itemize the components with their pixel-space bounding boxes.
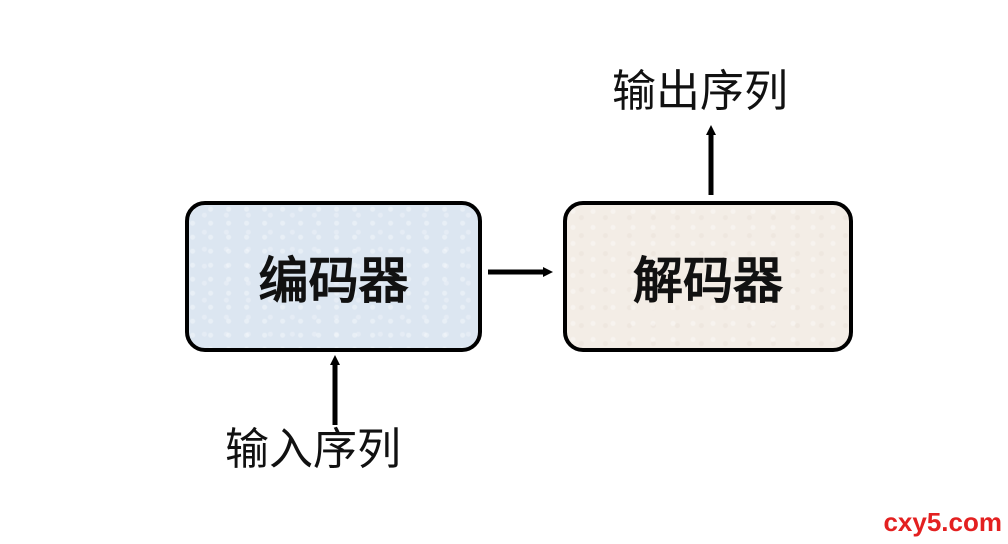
watermark: cxy5.com (883, 507, 1002, 537)
encoder-box: 编码器 (185, 201, 482, 352)
output-sequence-label: 输出序列 (612, 66, 788, 117)
decoder-box: 解码器 (563, 201, 853, 352)
decoder-label: 解码器 (633, 250, 783, 310)
encoder-label: 编码器 (258, 250, 409, 310)
input-sequence-label: 输入序列 (225, 424, 401, 475)
